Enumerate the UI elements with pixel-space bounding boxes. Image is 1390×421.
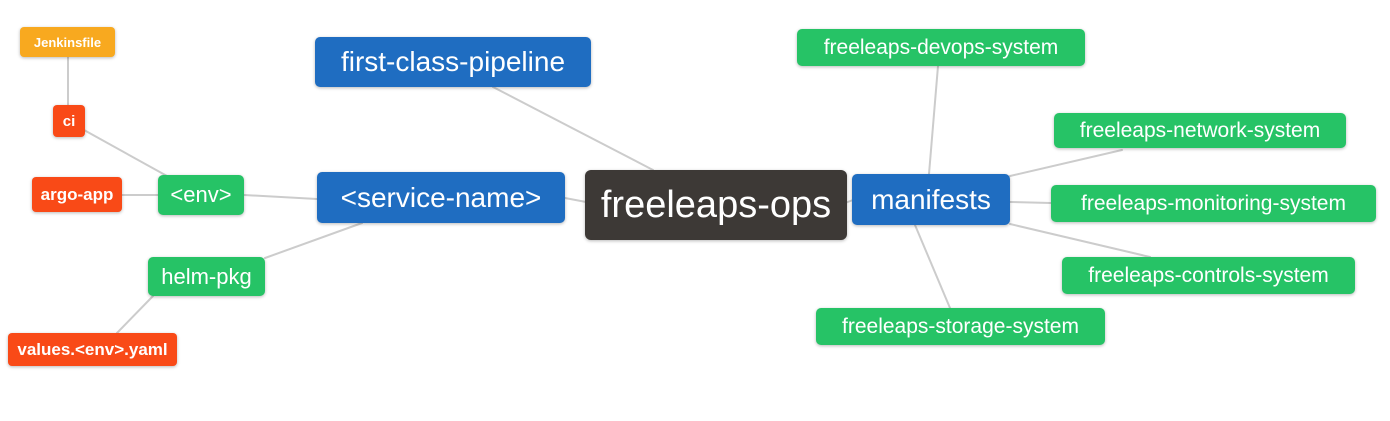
edge-manifests-devops-system [928,65,939,175]
edge-ci-env [83,129,168,177]
edge-pipeline-freeleaps-ops [492,86,654,171]
node-env[interactable]: <env> [158,175,244,215]
node-argo-app[interactable]: argo-app [32,177,122,212]
edge-service-name-helm-pkg [264,222,363,259]
edge-manifests-storage-system [914,224,951,309]
node-freeleaps-ops-root[interactable]: freeleaps-ops [585,170,847,240]
node-freeleaps-devops-system[interactable]: freeleaps-devops-system [797,29,1085,66]
node-jenkinsfile[interactable]: Jenkinsfile [20,27,115,57]
edge-manifests-network-system [1009,149,1123,177]
node-service-name[interactable]: <service-name> [317,172,565,223]
node-ci[interactable]: ci [53,105,85,137]
edge-helm-pkg-values [116,295,154,334]
node-manifests[interactable]: manifests [852,174,1010,225]
node-first-class-pipeline[interactable]: first-class-pipeline [315,37,591,87]
node-freeleaps-monitoring-system[interactable]: freeleaps-monitoring-system [1051,185,1376,222]
node-freeleaps-controls-system[interactable]: freeleaps-controls-system [1062,257,1355,294]
edge-manifests-monitoring-system [1009,201,1052,204]
edge-env-service-name [243,194,318,200]
node-freeleaps-storage-system[interactable]: freeleaps-storage-system [816,308,1105,345]
edge-service-name-freeleaps-ops [564,197,587,203]
node-freeleaps-network-system[interactable]: freeleaps-network-system [1054,113,1346,148]
node-helm-pkg[interactable]: helm-pkg [148,257,265,296]
edge-manifests-controls-system [1009,223,1151,258]
node-values-env-yaml[interactable]: values.<env>.yaml [8,333,177,366]
